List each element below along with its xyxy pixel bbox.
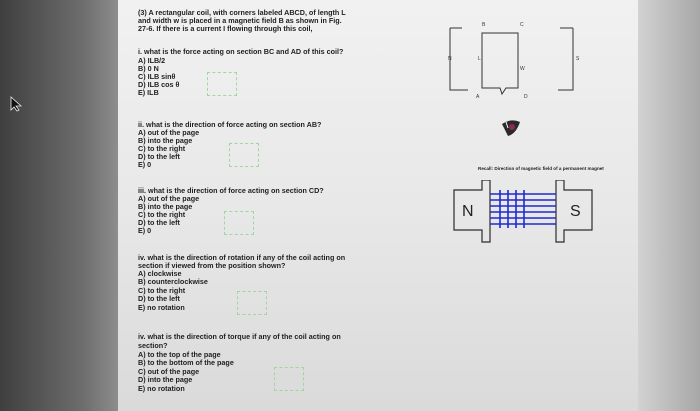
question-2-option: D) to the left: [138, 152, 180, 161]
question-5-text: section?: [138, 341, 168, 350]
label-n-small: N: [448, 56, 452, 62]
pole-n-label: N: [462, 203, 474, 220]
label-s-small: S: [576, 56, 580, 62]
eye-icon: [502, 120, 520, 136]
label-l: L: [478, 56, 481, 62]
question-2-option: E) 0: [138, 160, 152, 169]
question-3-option: E) 0: [138, 226, 152, 235]
question-4-option: E) no rotation: [138, 303, 185, 312]
problem-intro-line: (3) A rectangular coil, with corners lab…: [138, 8, 346, 17]
question-4-option: B) counterclockwise: [138, 277, 208, 286]
question-1-option: B) 0 N: [138, 64, 159, 73]
question-4-text: section if viewed from the position show…: [138, 261, 286, 270]
question-1-option: C) ILB sinθ: [138, 72, 176, 81]
label-w: W: [520, 66, 525, 72]
question-2-option: C) to the right: [138, 144, 186, 153]
question-1-text: i. what is the force acting on section B…: [138, 47, 344, 56]
pole-s-label: S: [570, 203, 581, 220]
question-4-option: C) to the right: [138, 286, 186, 295]
label-c: C: [520, 22, 524, 28]
question-2-text: ii. what is the direction of force actin…: [138, 120, 322, 129]
question-5-option: C) out of the page: [138, 367, 200, 376]
question-5-option: B) to the bottom of the page: [138, 358, 234, 367]
answer-box-1[interactable]: [207, 72, 237, 96]
question-1-option: E) ILB: [138, 88, 159, 97]
question-4-text: iv. what is the direction of rotation if…: [138, 253, 346, 262]
answer-box-3[interactable]: [224, 211, 254, 235]
recall-caption: Recall: Direction of magnetic field of a…: [478, 166, 604, 171]
question-2-option: B) into the page: [138, 136, 193, 145]
answer-box-2[interactable]: [229, 143, 259, 167]
magnet-figure: N S: [453, 180, 593, 243]
mouse-cursor-icon: [10, 96, 23, 112]
question-5-option: E) no rotation: [138, 384, 185, 393]
coil-figure: B C N S L W A D: [448, 22, 580, 100]
question-3-text: iii. what is the direction of force acti…: [138, 186, 324, 195]
right-background: [630, 0, 700, 411]
label-b: B: [482, 22, 486, 28]
label-d: D: [524, 94, 528, 100]
question-5-option: D) into the page: [138, 375, 193, 384]
question-4-option: D) to the left: [138, 294, 180, 303]
answer-box-4[interactable]: [237, 291, 267, 315]
question-3-option: D) to the left: [138, 218, 180, 227]
question-2-option: A) out of the page: [138, 128, 200, 137]
question-4-option: A) clockwise: [138, 269, 182, 278]
question-3-option: C) to the right: [138, 210, 186, 219]
question-3-option: A) out of the page: [138, 194, 200, 203]
question-3-option: B) into the page: [138, 202, 193, 211]
question-5-text: iv. what is the direction of torque if a…: [138, 332, 341, 341]
answer-box-5[interactable]: [274, 367, 304, 391]
left-background: [0, 0, 118, 411]
problem-intro-line: 27-6. If there is a current I flowing th…: [138, 24, 313, 33]
question-1-option: A) ILB/2: [138, 56, 166, 65]
question-1-option: D) ILB cos θ: [138, 80, 180, 89]
problem-intro-line: and width w is placed in a magnetic fiel…: [138, 16, 342, 25]
label-a: A: [476, 94, 480, 100]
question-5-option: A) to the top of the page: [138, 350, 221, 359]
